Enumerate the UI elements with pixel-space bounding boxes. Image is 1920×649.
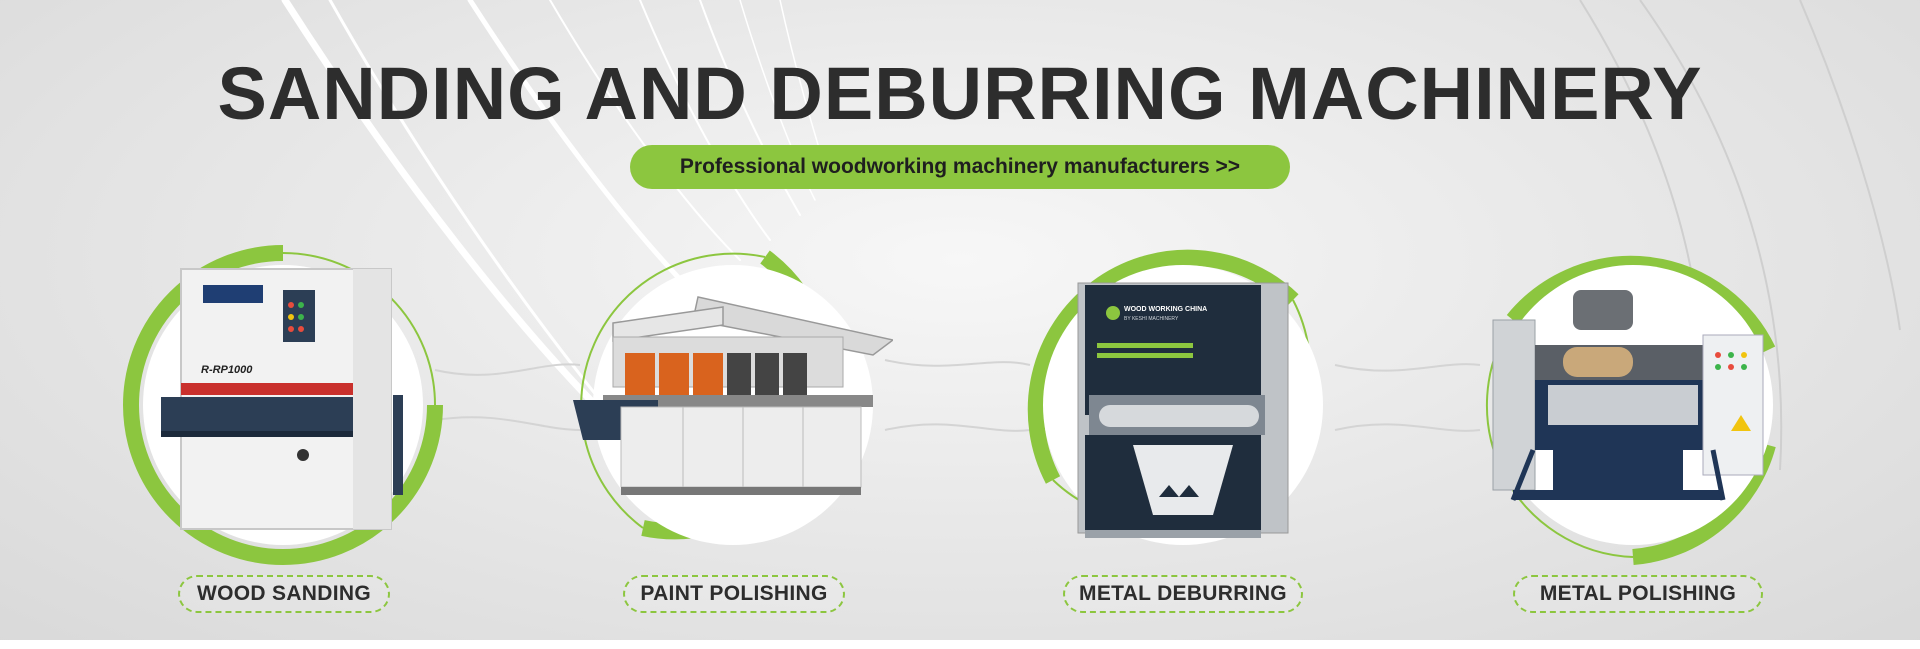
product-card-paint-polishing[interactable]: PAINT POLISHING bbox=[573, 245, 893, 625]
product-label-wood-sanding[interactable]: WOOD SANDING bbox=[178, 575, 390, 613]
product-label-paint-polishing[interactable]: PAINT POLISHING bbox=[623, 575, 845, 613]
wood-sanding-machine-image: R-RP1000 bbox=[161, 268, 403, 530]
product-label-metal-polishing[interactable]: METAL POLISHING bbox=[1513, 575, 1763, 613]
page-title: SANDING AND DEBURRING MACHINERY bbox=[217, 52, 1703, 135]
product-card-metal-deburring[interactable]: WOOD WORKING CHINA BY KESHI MACHINERY ME… bbox=[1023, 245, 1343, 625]
metal-deburring-machine-image: WOOD WORKING CHINA BY KESHI MACHINERY bbox=[1077, 282, 1289, 538]
product-label-metal-deburring[interactable]: METAL DEBURRING bbox=[1063, 575, 1303, 613]
brand-text: WOOD WORKING CHINA bbox=[1124, 306, 1207, 313]
paint-polishing-machine-image bbox=[573, 296, 893, 495]
product-card-metal-polishing[interactable]: METAL POLISHING bbox=[1473, 245, 1793, 625]
product-card-wood-sanding[interactable]: R-RP1000 WOOD SANDING bbox=[123, 245, 443, 625]
brand-subtext: BY KESHI MACHINERY bbox=[1124, 316, 1179, 322]
metal-polishing-machine-image bbox=[1492, 290, 1764, 501]
manufacturer-link-button[interactable]: Professional woodworking machinery manuf… bbox=[630, 145, 1290, 189]
machine-model-mark: R-RP1000 bbox=[201, 364, 253, 376]
